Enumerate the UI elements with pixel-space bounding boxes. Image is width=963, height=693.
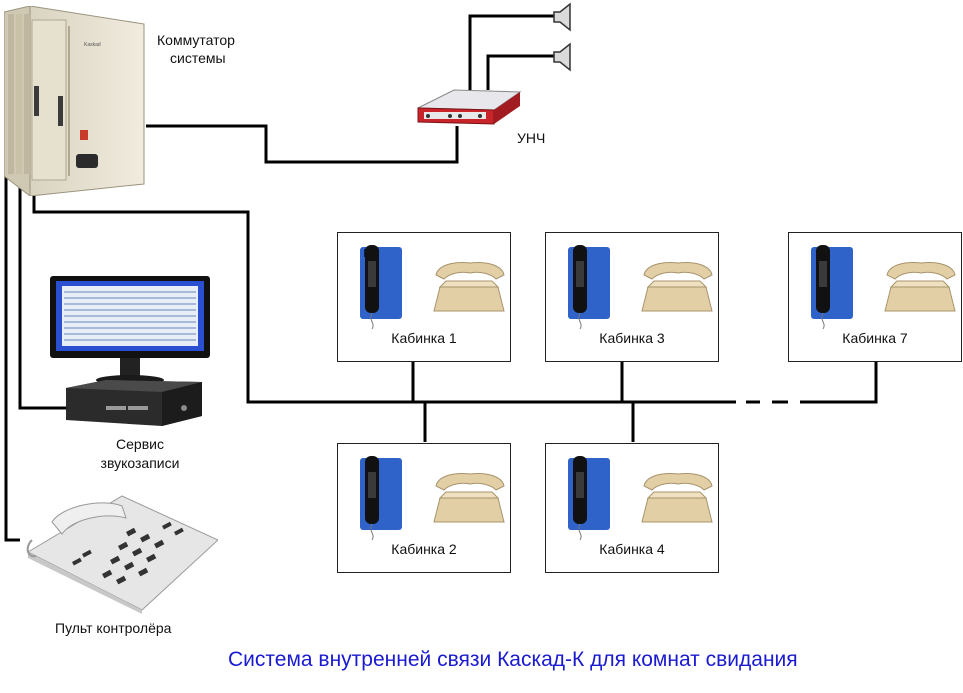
wall-phone-icon [568, 245, 610, 330]
booth-label: Кабинка 4 [599, 541, 665, 557]
booth-2: Кабинка 2 [337, 443, 511, 573]
booth-3: Кабинка 3 [545, 232, 719, 362]
console-label: Пульт контролёра [55, 620, 172, 636]
diagram-title: Система внутренней связи Каскад-К для ко… [228, 648, 798, 671]
bus-tail [800, 362, 878, 404]
desk-phone-icon [641, 262, 713, 312]
wall-phone-icon [360, 245, 402, 330]
desk-phone-icon [433, 473, 505, 523]
wall-phone-icon [360, 456, 402, 541]
recorder-label-line2: звукозаписи [100, 455, 180, 471]
booth-label: Кабинка 3 [599, 330, 665, 346]
recorder-label-line1: Сервис [116, 436, 164, 452]
wire-amplifier-speaker-bottom [486, 54, 556, 90]
switch-label-line2: системы [170, 50, 226, 66]
amplifier-image [417, 89, 522, 125]
svg-text:Kaskad: Kaskad [84, 42, 101, 48]
booth-label: Кабинка 2 [391, 541, 457, 557]
wire-switch-recorder [18, 80, 66, 410]
booth-label: Кабинка 7 [842, 330, 908, 346]
booth-1: Кабинка 1 [337, 232, 511, 362]
switch-label-line1: Коммутатор [157, 32, 235, 48]
booth-7: Кабинка 7 [788, 232, 962, 362]
system-switch-image: Kaskad [4, 6, 145, 196]
speaker-icon [553, 2, 571, 32]
wire-switch-console [4, 62, 20, 542]
wire-amplifier-speaker-top [468, 14, 556, 90]
wall-phone-icon [811, 245, 853, 330]
wall-phone-icon [568, 456, 610, 541]
system-unit-image [66, 380, 202, 426]
speaker-icon [553, 42, 571, 72]
booth-label: Кабинка 1 [391, 330, 457, 346]
monitor-image [50, 276, 210, 385]
wire-switch-amplifier [146, 124, 459, 164]
desk-phone-icon [884, 262, 956, 312]
amplifier-label: УНЧ [517, 130, 546, 146]
console-phone-image [26, 495, 218, 614]
desk-phone-icon [433, 262, 505, 312]
desk-phone-icon [641, 473, 713, 523]
booth-4: Кабинка 4 [545, 443, 719, 573]
